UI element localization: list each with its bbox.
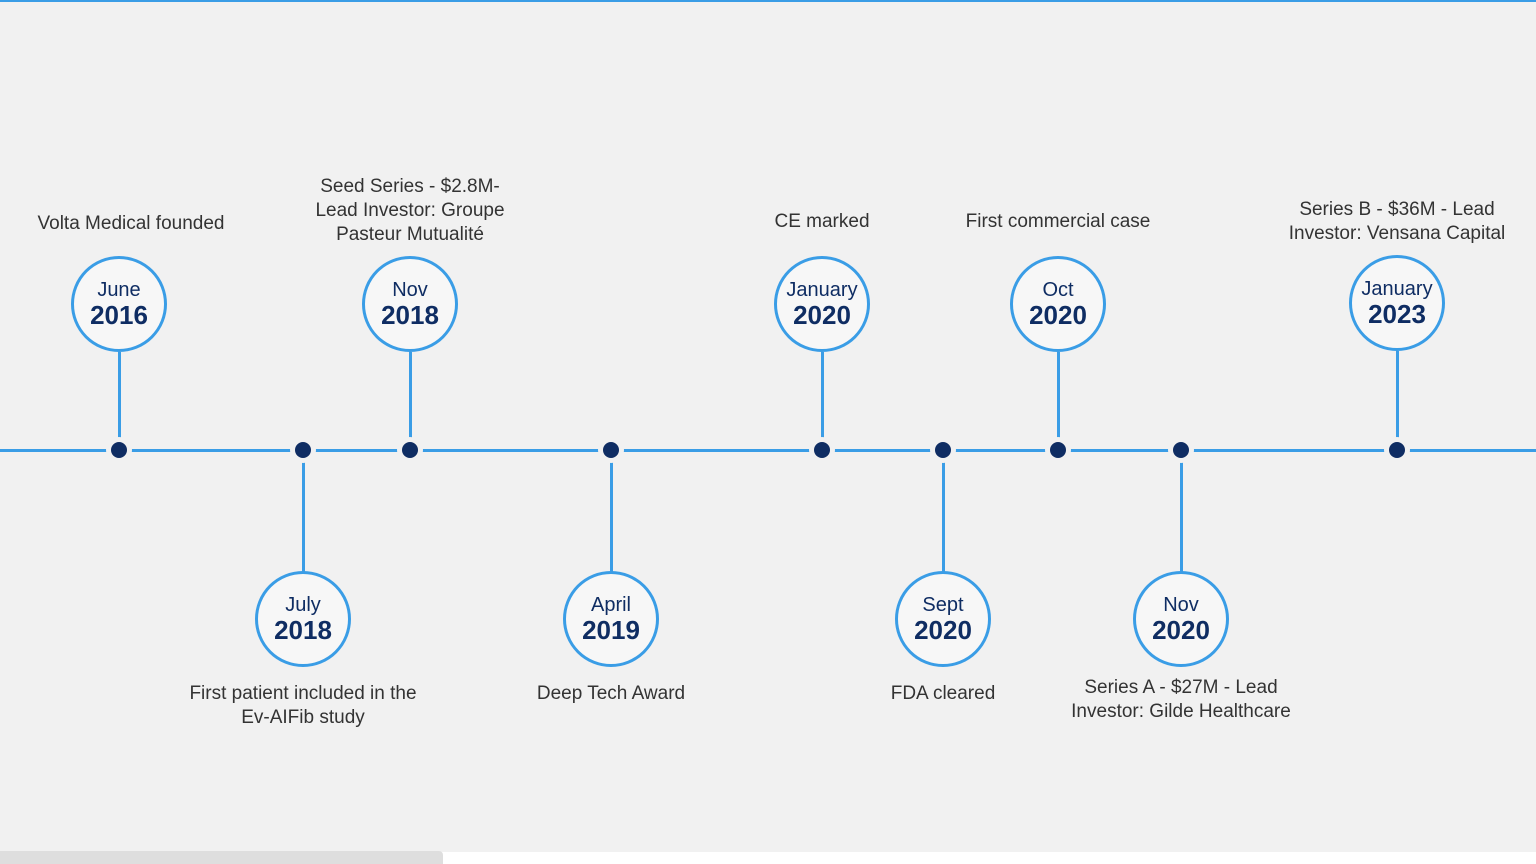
event-stem xyxy=(820,352,824,450)
event-label: Series A - $27M - Lead Investor: Gilde H… xyxy=(1071,677,1291,722)
event-year: 2020 xyxy=(793,300,851,330)
event-stem xyxy=(408,352,412,450)
event-month: January xyxy=(1361,278,1433,300)
event-dot xyxy=(402,442,418,458)
event-dot xyxy=(295,442,311,458)
event-month: Oct xyxy=(1042,279,1074,301)
event-month: Nov xyxy=(1163,594,1199,616)
event-stem xyxy=(1179,450,1183,572)
event-year: 2023 xyxy=(1368,299,1426,329)
event-date-circle: Sept 2020 xyxy=(895,571,991,667)
event-date-circle: Oct 2020 xyxy=(1010,256,1106,352)
event-label: First commercial case xyxy=(965,211,1151,232)
event-year: 2018 xyxy=(274,615,332,645)
event-label: Deep Tech Award xyxy=(536,683,686,704)
event-date-circle: April 2019 xyxy=(563,571,659,667)
event-month: April xyxy=(590,594,631,616)
event-label: Volta Medical founded xyxy=(37,213,225,234)
event-label: First patient included in the Ev-AIFib s… xyxy=(189,683,417,728)
event-year: 2020 xyxy=(1029,300,1087,330)
event-date-circle: June 2016 xyxy=(71,256,167,352)
event-dot xyxy=(111,442,127,458)
event-label: FDA cleared xyxy=(890,683,996,704)
event-dot xyxy=(935,442,951,458)
event-dot xyxy=(1389,442,1405,458)
event-year: 2020 xyxy=(1152,615,1210,645)
top-border xyxy=(0,0,1536,2)
event-label: CE marked xyxy=(774,211,870,232)
event-year: 2019 xyxy=(582,615,640,645)
event-year: 2018 xyxy=(381,300,439,330)
event-dot xyxy=(603,442,619,458)
event-month: July xyxy=(285,594,321,616)
event-label: Series B - $36M - Lead Investor: Vensana… xyxy=(1288,199,1506,244)
event-year: 2020 xyxy=(914,615,972,645)
event-month: January xyxy=(786,279,858,301)
event-month: Sept xyxy=(922,594,964,616)
event-stem xyxy=(117,352,121,450)
timeline-axis xyxy=(0,449,1536,452)
event-dot xyxy=(814,442,830,458)
event-month: June xyxy=(97,279,141,301)
event-stem xyxy=(301,450,305,572)
event-date-circle: July 2018 xyxy=(255,571,351,667)
horizontal-scrollbar[interactable] xyxy=(0,851,443,864)
event-date-circle: Nov 2018 xyxy=(362,256,458,352)
event-date-circle: Nov 2020 xyxy=(1133,571,1229,667)
event-month: Nov xyxy=(392,279,428,301)
event-stem xyxy=(1056,352,1060,450)
event-dot xyxy=(1050,442,1066,458)
event-stem xyxy=(941,450,945,572)
event-label: Seed Series - $2.8M- Lead Investor: Grou… xyxy=(315,176,505,245)
event-year: 2016 xyxy=(90,300,148,330)
event-date-circle: January 2023 xyxy=(1349,255,1445,351)
event-stem xyxy=(609,450,613,572)
event-stem xyxy=(1395,351,1399,450)
event-date-circle: January 2020 xyxy=(774,256,870,352)
event-dot xyxy=(1173,442,1189,458)
